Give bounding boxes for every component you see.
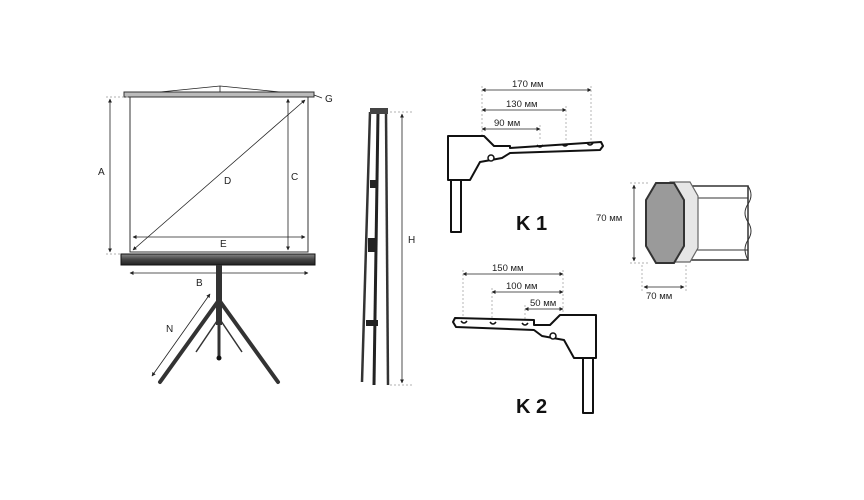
front-view: D A C E G B N — [98, 85, 333, 384]
tripod-leg-left — [158, 298, 221, 384]
k2-title: K 2 — [516, 396, 547, 418]
k2-dim-50: 50 мм — [530, 298, 556, 309]
k2-dim-150: 150 мм — [492, 263, 524, 274]
label-g: G — [325, 94, 333, 105]
tripod-leg-right — [217, 298, 280, 384]
side-leg-2 — [384, 111, 390, 386]
k1-dim-90: 90 мм — [494, 118, 520, 129]
side-view: H — [360, 108, 415, 386]
tripod-pole — [216, 265, 222, 325]
k2-bracket-body — [452, 314, 597, 359]
k1-bracket-body — [447, 135, 604, 181]
label-e: E — [220, 239, 227, 250]
diagonal-d-line — [132, 99, 306, 251]
profile-section: 70 мм 70 мм — [596, 181, 752, 302]
label-h: H — [408, 235, 415, 246]
label-a: A — [98, 167, 105, 178]
k2-dim-100: 100 мм — [506, 281, 538, 292]
profile-octagon — [645, 182, 685, 264]
k1-title: K 1 — [516, 213, 547, 235]
side-leg-1 — [360, 111, 372, 383]
label-b: B — [196, 278, 203, 289]
profile-width: 70 мм — [646, 291, 672, 302]
k1-dim-130: 130 мм — [506, 99, 538, 110]
profile-tube — [688, 185, 749, 261]
profile-height: 70 мм — [596, 213, 622, 224]
label-c: C — [291, 172, 298, 183]
screen-case — [120, 253, 316, 266]
label-d: D — [224, 176, 231, 187]
top-bar — [123, 91, 315, 98]
dim-n-line — [151, 293, 211, 377]
bracket-k1: 170 мм 130 мм 90 мм K 1 — [447, 79, 604, 235]
bracket-k2: 150 мм 100 мм 50 мм K 2 — [452, 263, 597, 418]
k2-bracket-stem — [582, 357, 594, 414]
label-n: N — [166, 324, 173, 335]
k1-dim-170: 170 мм — [512, 79, 544, 90]
k1-bracket-stem — [450, 179, 462, 233]
